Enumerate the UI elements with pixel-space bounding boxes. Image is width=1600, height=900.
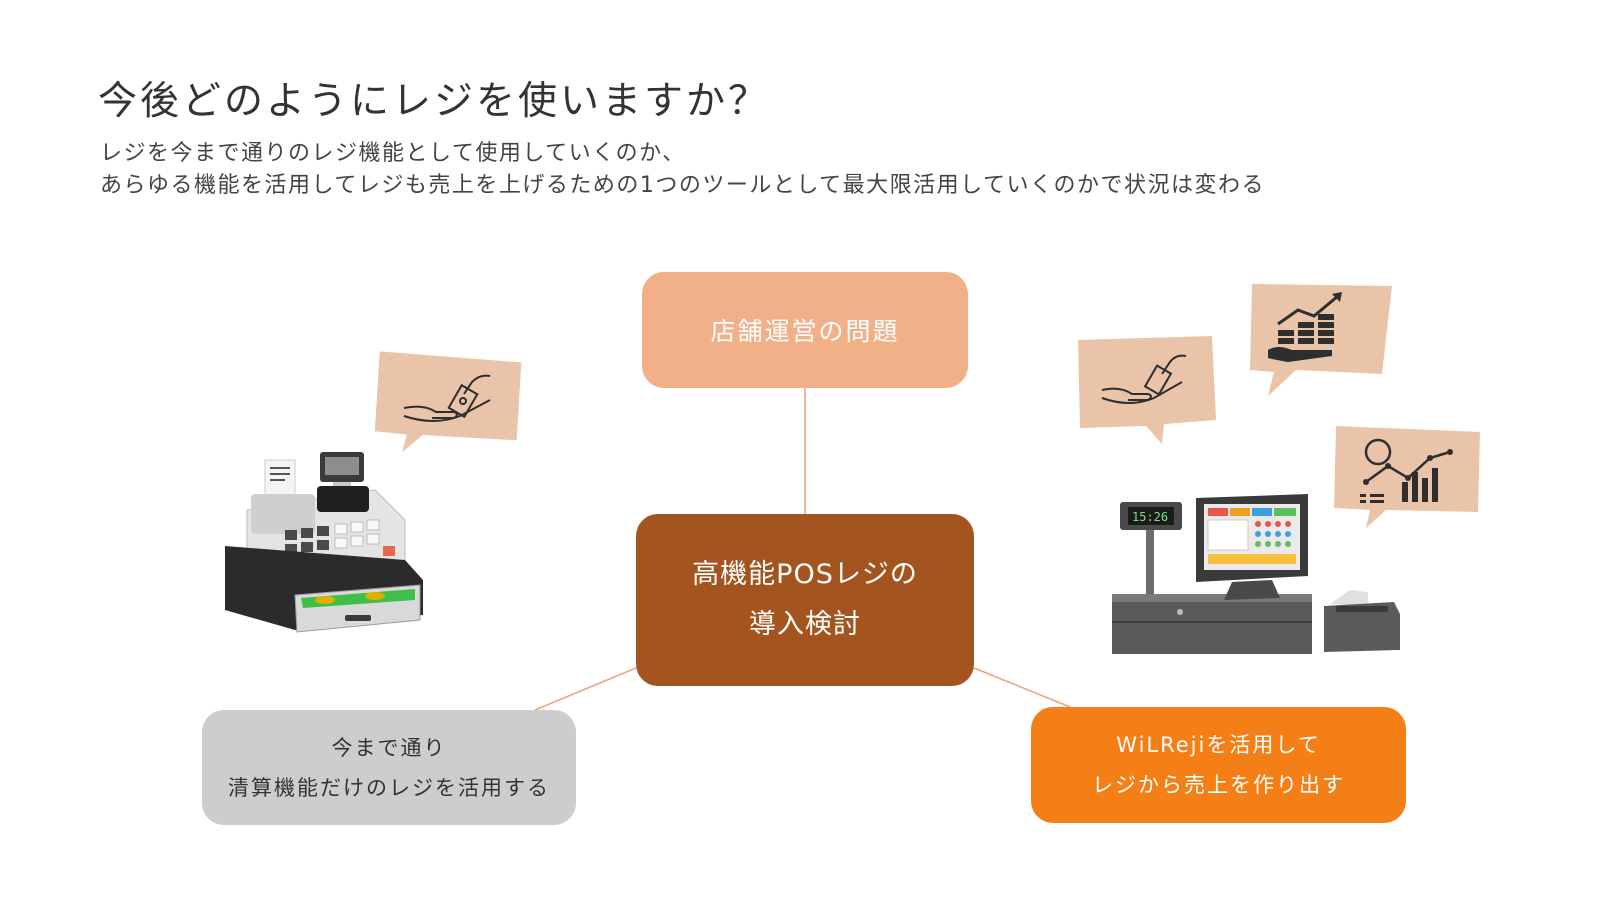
node-center-line1: 高機能POSレジの xyxy=(692,550,918,600)
connector-left xyxy=(535,668,636,710)
node-left-line1: 今まで通り xyxy=(332,728,447,768)
cash-hand-icon-right xyxy=(1074,332,1224,450)
connector-right xyxy=(974,668,1070,707)
pos-terminal-image: 15:26 xyxy=(1112,494,1412,654)
growth-chart-icon xyxy=(1248,280,1398,405)
node-top-label: 店舗運営の問題 xyxy=(710,312,899,348)
cash-register-image xyxy=(225,450,435,655)
node-right-line1: WiLRejiを活用して xyxy=(1116,725,1320,765)
pos-display-time: 15:26 xyxy=(1132,510,1168,524)
node-use-wilreji: WiLRejiを活用して レジから売上を作り出す xyxy=(1031,707,1406,823)
node-left-line2: 清算機能だけのレジを活用する xyxy=(228,768,550,808)
node-continue-as-before: 今まで通り 清算機能だけのレジを活用する xyxy=(202,710,576,825)
node-right-line2: レジから売上を作り出す xyxy=(1092,765,1345,805)
cash-hand-icon xyxy=(372,350,532,460)
node-pos-consideration: 高機能POSレジの 導入検討 xyxy=(636,514,974,686)
node-store-operation-problem: 店舗運営の問題 xyxy=(642,272,968,388)
node-center-line2: 導入検討 xyxy=(749,600,861,650)
